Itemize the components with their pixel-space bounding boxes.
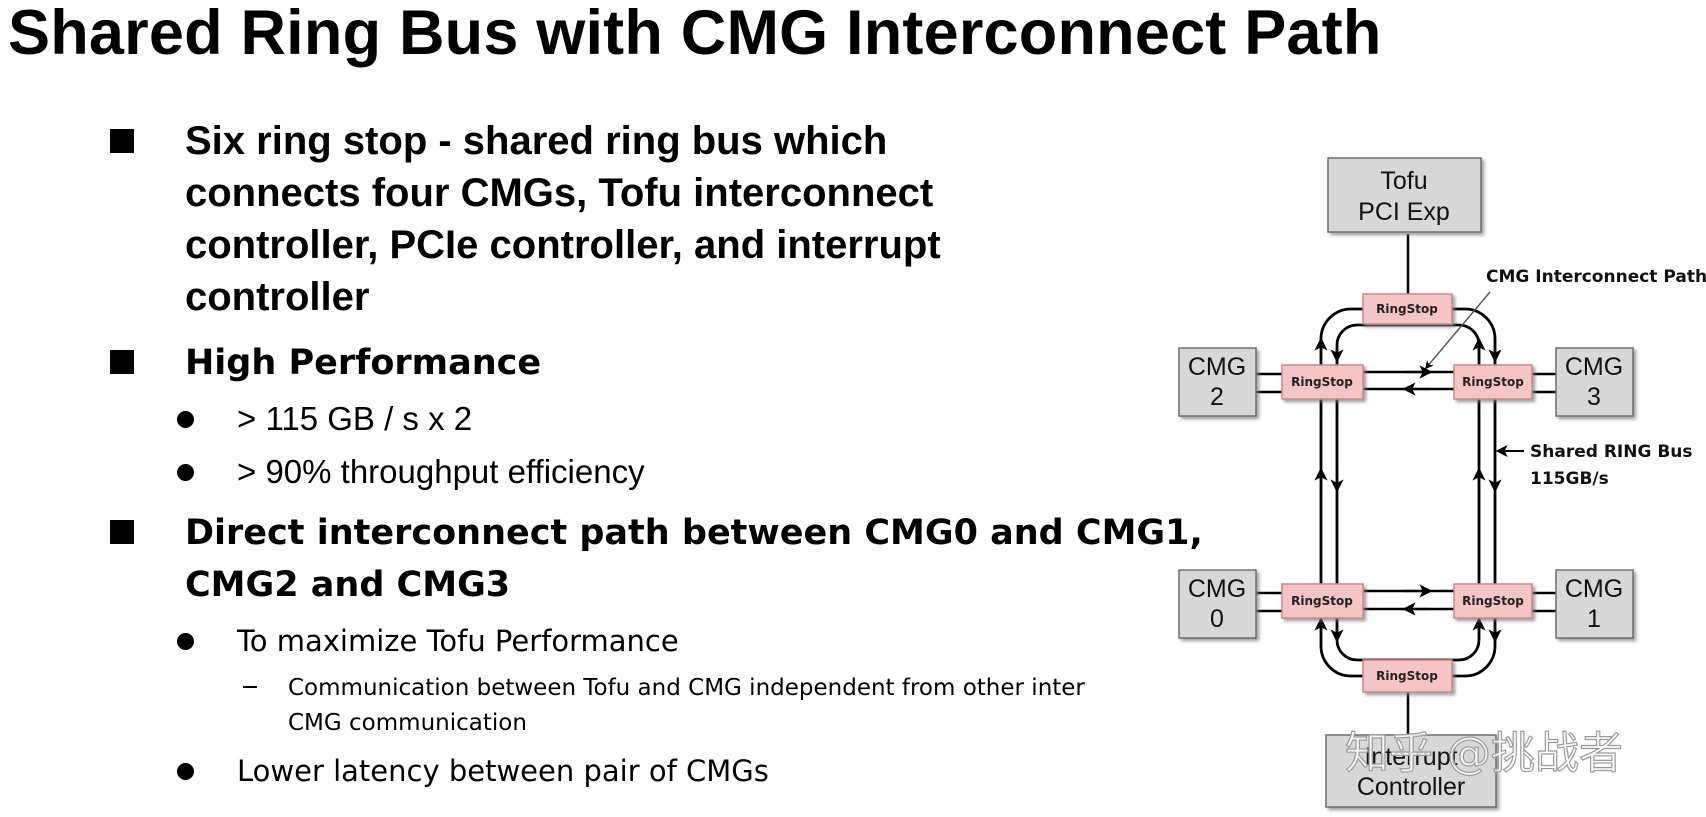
ringstop-bottom-label: RingStop	[1376, 669, 1438, 683]
ringstop-left-lower-label: RingStop	[1291, 594, 1353, 608]
ringstop-right-lower: RingStop	[1453, 583, 1533, 619]
bullet-3-line-1: Direct interconnect path between CMG0 an…	[185, 513, 1203, 553]
annotation-shared-ring-bus: Shared RING Bus	[1530, 442, 1693, 462]
bullet-1-line-4: controller	[185, 275, 370, 319]
bullet-dot-3-1	[177, 633, 194, 650]
cmg1-box: CMG 1	[1555, 569, 1634, 639]
cmg0-label-line-1: CMG	[1188, 575, 1246, 603]
tofu-pci-box: Tofu PCI Exp	[1327, 157, 1482, 233]
bullet-dot-3-2	[177, 763, 194, 780]
bullet-3-sub-1-detail-2: CMG communication	[288, 710, 527, 736]
cmg3-label-line-2: 3	[1587, 383, 1601, 411]
bullet-dot-2-1	[177, 411, 194, 428]
bullet-1-line-3: controller, PCIe controller, and interru…	[185, 223, 941, 267]
ringstop-right-upper-label: RingStop	[1462, 375, 1524, 389]
bullet-square-1	[110, 129, 134, 153]
cmg0-label-line-2: 0	[1210, 605, 1224, 633]
cmg3-label-line-1: CMG	[1565, 353, 1623, 381]
bullet-3-line-2: CMG2 and CMG3	[185, 565, 511, 605]
tofu-label-line-2: PCI Exp	[1358, 198, 1450, 226]
ring-bus-loops	[1319, 307, 1497, 678]
annotation-cmg-interconnect-path: CMG Interconnect Path	[1486, 267, 1706, 287]
slide-title: Shared Ring Bus with CMG Interconnect Pa…	[8, 0, 1382, 68]
tofu-label-line-1: Tofu	[1380, 167, 1427, 195]
interrupt-controller-box: Interrupt Controller	[1325, 734, 1497, 808]
bullet-2-label: High Performance	[185, 343, 542, 383]
cmg2-label-line-2: 2	[1210, 383, 1224, 411]
cmg0-box: CMG 0	[1178, 569, 1257, 639]
box-connector-lines	[1256, 234, 1556, 735]
ringstop-top: RingStop	[1362, 293, 1453, 325]
bullet-3-sub-1-detail-1: Communication between Tofu and CMG indep…	[288, 675, 1085, 701]
bullet-1-line-2: connects four CMGs, Tofu interconnect	[185, 171, 934, 215]
direction-arrows	[1314, 337, 1502, 643]
ringstop-bottom: RingStop	[1362, 659, 1453, 693]
bullet-dash-3-1	[243, 686, 257, 688]
bullet-1-line-1: Six ring stop - shared ring bus which	[185, 119, 888, 163]
cmg1-label-line-2: 1	[1587, 605, 1601, 633]
cmg3-box: CMG 3	[1555, 347, 1634, 417]
ringstop-left-lower: RingStop	[1281, 583, 1364, 619]
bullet-square-3	[110, 520, 134, 544]
ring-outer-loop	[1319, 307, 1497, 678]
ringstop-top-label: RingStop	[1376, 302, 1438, 316]
bullet-3-sub-2: Lower latency between pair of CMGs	[237, 754, 769, 788]
ringstop-left-upper: RingStop	[1281, 364, 1364, 400]
ringstop-right-upper: RingStop	[1453, 364, 1533, 400]
annotation-pointer-line	[1424, 291, 1491, 370]
cmg2-label-line-1: CMG	[1188, 353, 1246, 381]
bullet-square-2	[110, 350, 134, 374]
cmg1-label-line-1: CMG	[1565, 575, 1623, 603]
bullet-dot-2-2	[177, 464, 194, 481]
bullet-2-item-1: > 115 GB / s x 2	[237, 400, 473, 437]
ringstop-left-upper-label: RingStop	[1291, 375, 1353, 389]
watermark-text: 知乎 @挑战者	[1345, 728, 1623, 779]
interrupt-label-line-2: Controller	[1357, 773, 1465, 801]
direct-paths	[1363, 370, 1454, 611]
interrupt-label-line-1: Interrupt	[1364, 743, 1457, 771]
ringstop-right-lower-label: RingStop	[1462, 594, 1524, 608]
annotation-bus-bandwidth: 115GB/s	[1530, 469, 1609, 489]
bullet-2-item-2: > 90% throughput efficiency	[237, 453, 645, 490]
cmg2-box: CMG 2	[1178, 347, 1257, 417]
bullet-3-sub-1: To maximize Tofu Performance	[237, 624, 679, 658]
